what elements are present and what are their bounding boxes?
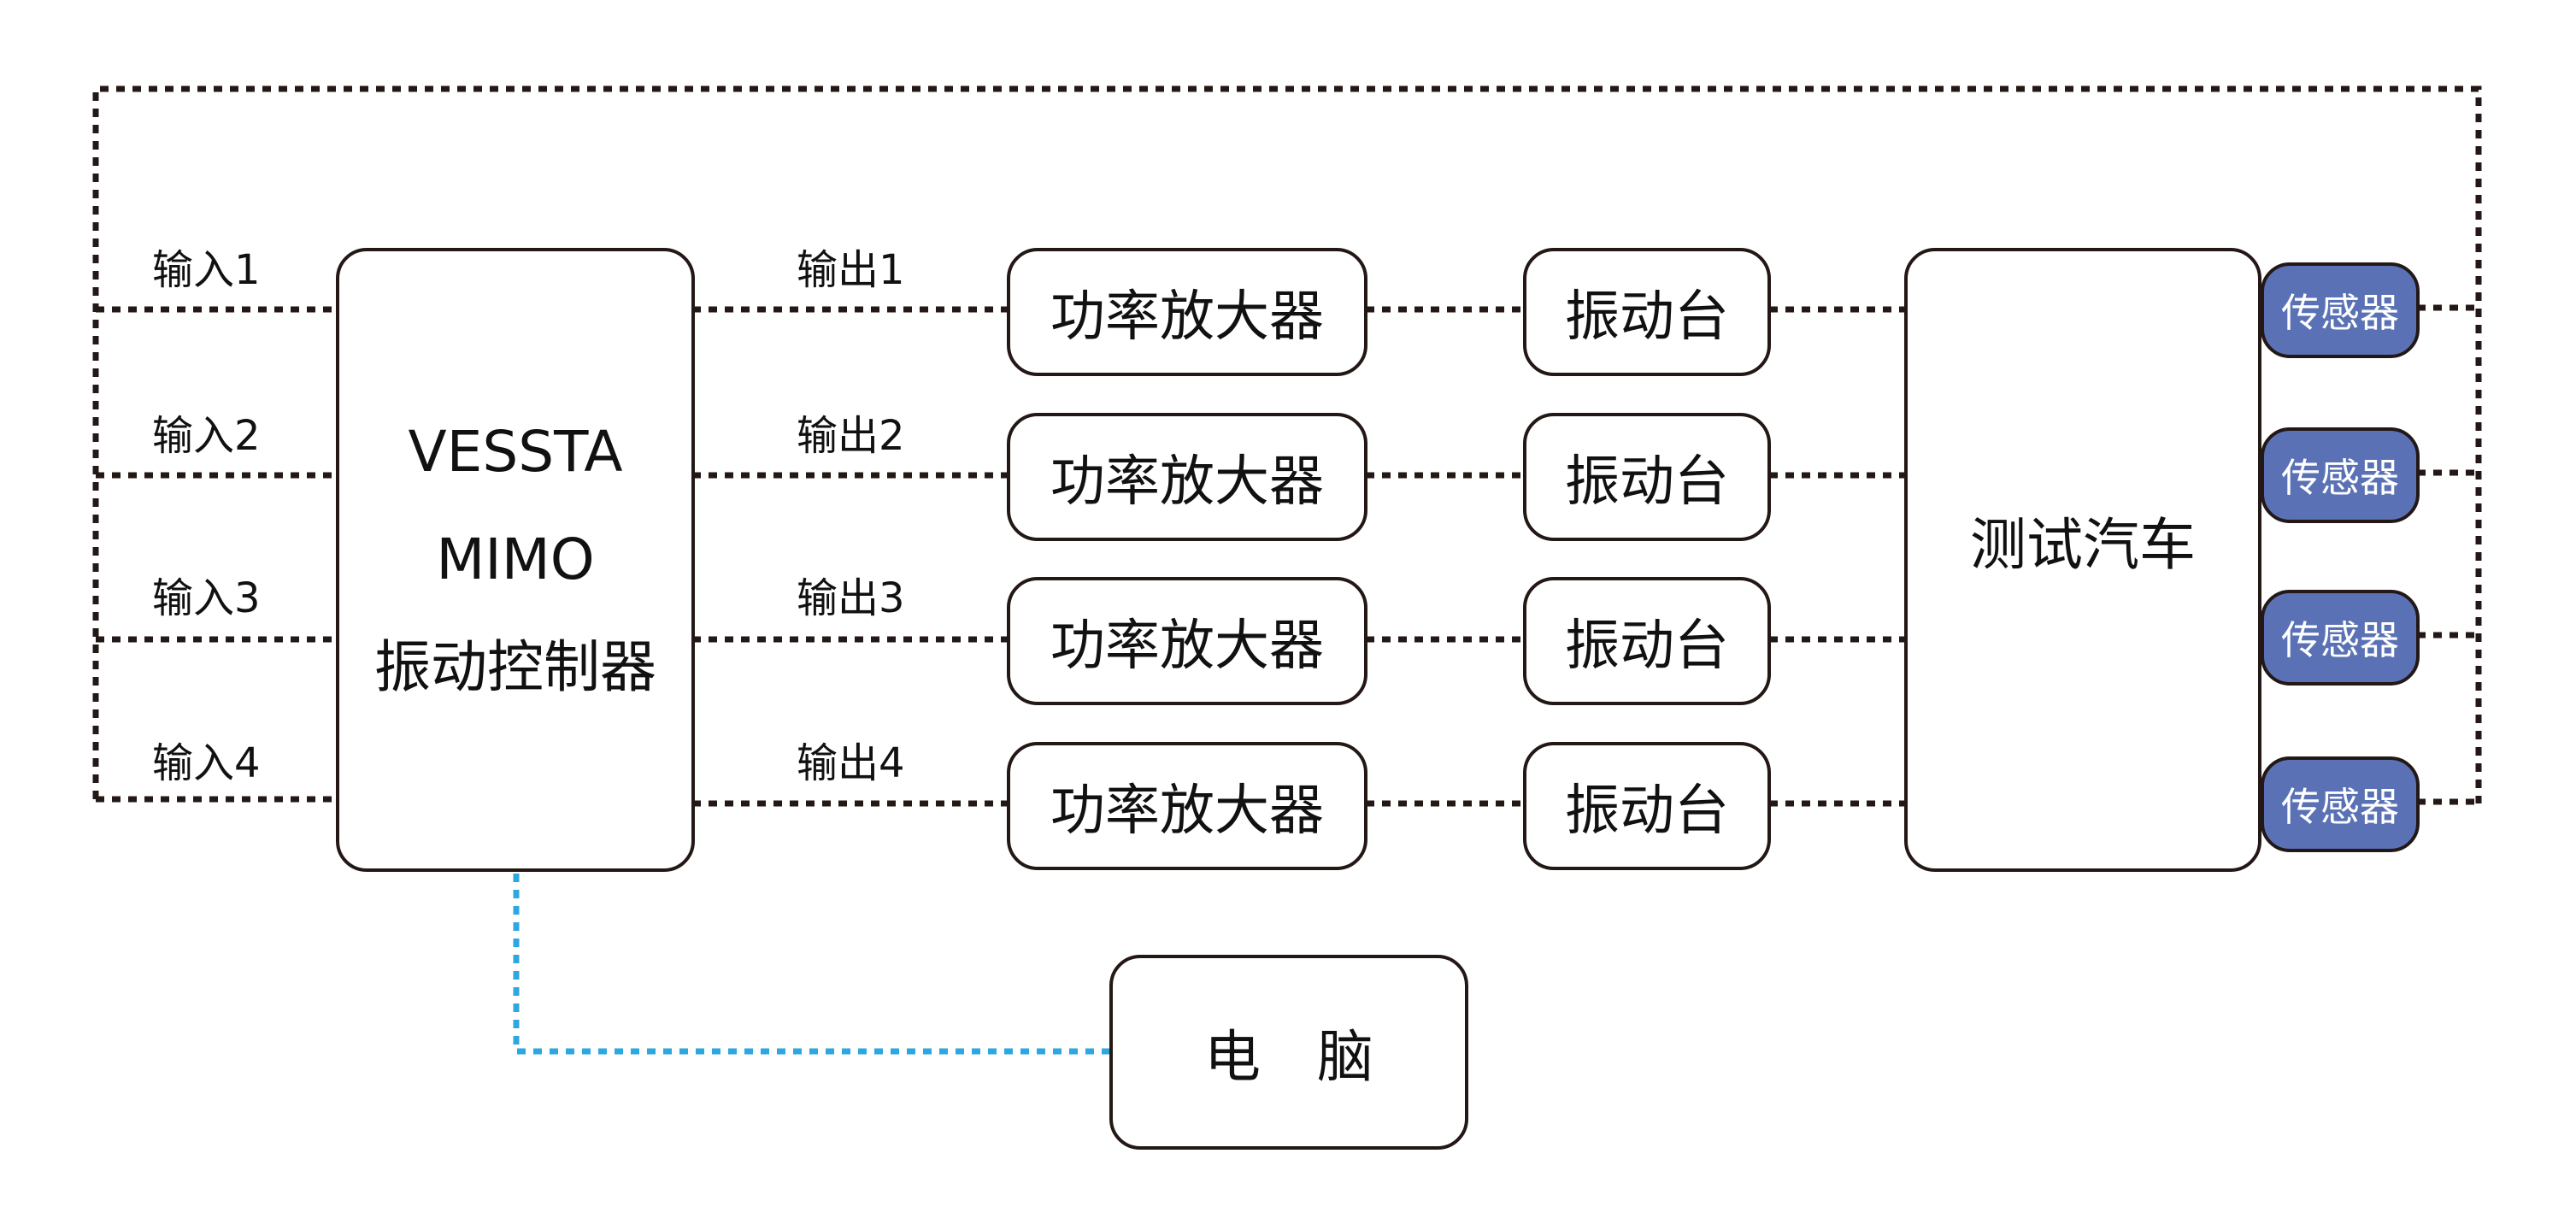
computer-label-char-1: 电 (1204, 1024, 1261, 1090)
controller-line-1: VESSTA (408, 419, 623, 485)
shaker-table-box-2: 振动台 (1523, 413, 1771, 541)
sensor-box-1: 传感器 (2261, 262, 2420, 358)
computer-link-line (513, 874, 1111, 1055)
output-label-2: 输出2 (797, 412, 905, 460)
power-amplifier-box-2: 功率放大器 (1007, 413, 1367, 541)
controller-line-3: 振动控制器 (374, 634, 656, 700)
test-vehicle-box: 测试汽车 (1904, 248, 2261, 872)
power-amplifier-box-4: 功率放大器 (1007, 742, 1367, 870)
vibration-controller-box: VESSTA MIMO 振动控制器 (336, 248, 695, 872)
shaker-table-box-4: 振动台 (1523, 742, 1771, 870)
sensor-box-4: 传感器 (2261, 756, 2420, 852)
input-label-1: 输入1 (152, 246, 261, 294)
sensor-box-2: 传感器 (2261, 427, 2420, 523)
shaker-table-box-1: 振动台 (1523, 248, 1771, 376)
input-label-2: 输入2 (152, 412, 261, 460)
output-label-1: 输出1 (797, 246, 905, 294)
controller-line-2: MIMO (436, 527, 595, 592)
computer-box: 电 脑 (1109, 955, 1468, 1150)
input-label-4: 输入4 (152, 739, 261, 787)
input-label-3: 输入3 (152, 574, 261, 622)
power-amplifier-box-1: 功率放大器 (1007, 248, 1367, 376)
power-amplifier-box-3: 功率放大器 (1007, 577, 1367, 705)
output-label-3: 输出3 (797, 574, 905, 622)
sensor-box-3: 传感器 (2261, 590, 2420, 686)
output-label-4: 输出4 (797, 739, 905, 787)
shaker-table-box-3: 振动台 (1523, 577, 1771, 705)
computer-label-char-2: 脑 (1317, 1024, 1373, 1090)
feedback-loop-line (92, 85, 2482, 803)
